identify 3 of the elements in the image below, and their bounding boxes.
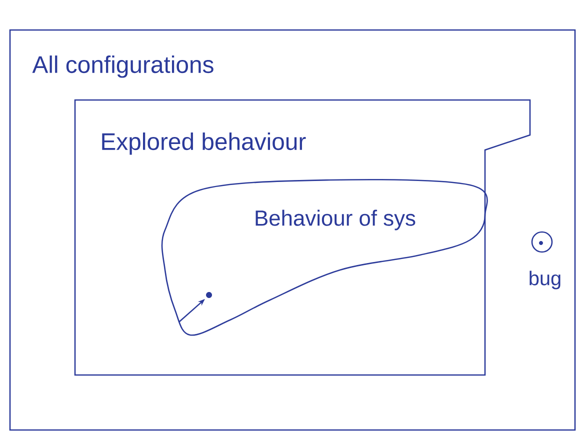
cloud-region: Behaviour of sys (161, 178, 488, 336)
node-caption: bug (530, 270, 560, 290)
bug-symbol (531, 231, 553, 253)
